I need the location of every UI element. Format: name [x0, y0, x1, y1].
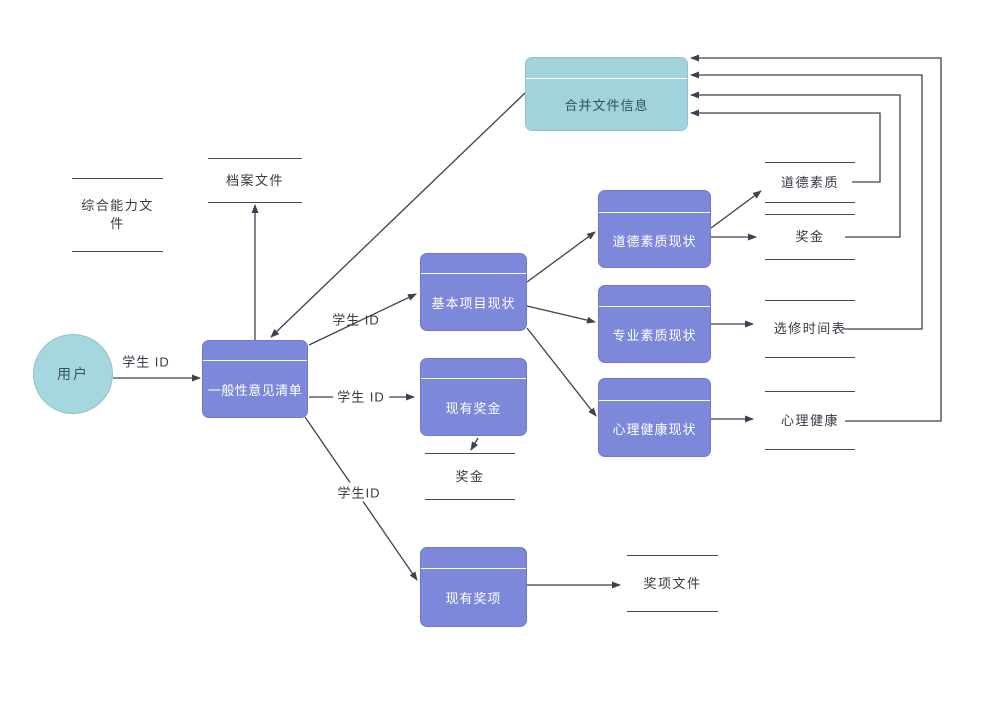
node-professional-status-label: 专业素质现状: [612, 328, 697, 343]
store-elective-timetable[interactable]: 选修时间表: [765, 300, 855, 358]
store-bonus-label: 奖金: [795, 229, 825, 245]
node-basic-project[interactable]: 基本项目现状: [420, 253, 527, 331]
node-moral-status-label: 道德素质现状: [612, 233, 697, 249]
node-professional-status-header-band: [599, 286, 710, 307]
store-mental-health-label: 心理健康: [780, 412, 839, 428]
store-bonus[interactable]: 奖金: [765, 214, 855, 260]
node-existing-bonus[interactable]: 现有奖金: [420, 358, 527, 436]
store-archive-file-label: 档案文件: [225, 172, 284, 188]
edge-bonus-to-merge-info[interactable]: [690, 91, 901, 238]
store-bonus-below[interactable]: 奖金: [425, 453, 515, 500]
edge-mental-health-to-merge-info[interactable]: [690, 54, 942, 422]
edge-label-general-to-basic: 学生 ID: [332, 312, 380, 328]
edge-label-user-to-general: 学生 ID: [122, 354, 170, 370]
node-general-list-label: 一般性意见清单: [207, 382, 303, 398]
edge-basic-project-to-professional-status[interactable]: [526, 305, 596, 324]
node-basic-project-label: 基本项目现状: [431, 295, 516, 311]
store-comprehensive-file-label: 综合能力文件: [81, 198, 154, 231]
edge-existing-bonus-to-bonus-store[interactable]: [470, 437, 479, 451]
store-bonus-below-label: 奖金: [455, 468, 485, 484]
node-mental-status-header-band: [599, 379, 710, 401]
node-general-list-header-band: [203, 341, 307, 361]
node-existing-awards[interactable]: 现有奖项: [420, 547, 527, 627]
node-merge-info-header-band: [526, 58, 687, 79]
node-existing-bonus-header-band: [421, 359, 526, 379]
edge-basic-project-to-mental-status[interactable]: [526, 327, 597, 417]
store-mental-health[interactable]: 心理健康: [765, 391, 855, 450]
store-archive-file[interactable]: 档案文件: [208, 158, 302, 203]
node-mental-status-label: 心理健康现状: [612, 422, 697, 437]
edge-moral-status-to-moral-quality[interactable]: [710, 190, 762, 229]
store-comprehensive-file[interactable]: 综合能力文件: [72, 178, 163, 252]
edge-label-general-to-bonus: 学生 ID: [333, 386, 389, 406]
node-mental-status[interactable]: 心理健康现状: [598, 378, 711, 457]
edge-basic-project-to-moral-status[interactable]: [526, 231, 596, 283]
entity-user-label: 用户: [57, 366, 89, 382]
edge-label-general-to-awards: 学生ID: [333, 482, 385, 502]
edge-elective-timetable-to-merge-info[interactable]: [690, 71, 923, 330]
store-award-file[interactable]: 奖项文件: [627, 555, 718, 612]
node-general-list[interactable]: 一般性意见清单: [202, 340, 308, 418]
node-merge-info[interactable]: 合并文件信息: [525, 57, 688, 131]
node-existing-bonus-label: 现有奖金: [445, 400, 502, 416]
store-elective-timetable-label: 选修时间表: [773, 321, 847, 337]
node-professional-status[interactable]: 专业素质现状: [598, 285, 711, 363]
node-moral-status[interactable]: 道德素质现状: [598, 190, 711, 268]
node-basic-project-header-band: [421, 254, 526, 274]
node-moral-status-header-band: [599, 191, 710, 213]
store-moral-quality[interactable]: 道德素质: [765, 162, 855, 203]
node-merge-info-label: 合并文件信息: [564, 98, 649, 113]
entity-user[interactable]: 用户: [33, 334, 113, 414]
node-existing-awards-header-band: [421, 548, 526, 569]
store-moral-quality-label: 道德素质: [780, 174, 839, 190]
edge-moral-quality-to-merge-info[interactable]: [690, 109, 881, 183]
node-existing-awards-label: 现有奖项: [445, 591, 502, 606]
store-award-file-label: 奖项文件: [643, 575, 702, 591]
edge-merge-info-to-general-list[interactable]: [270, 92, 526, 338]
edge-general-list-to-basic-project[interactable]: [308, 293, 417, 346]
